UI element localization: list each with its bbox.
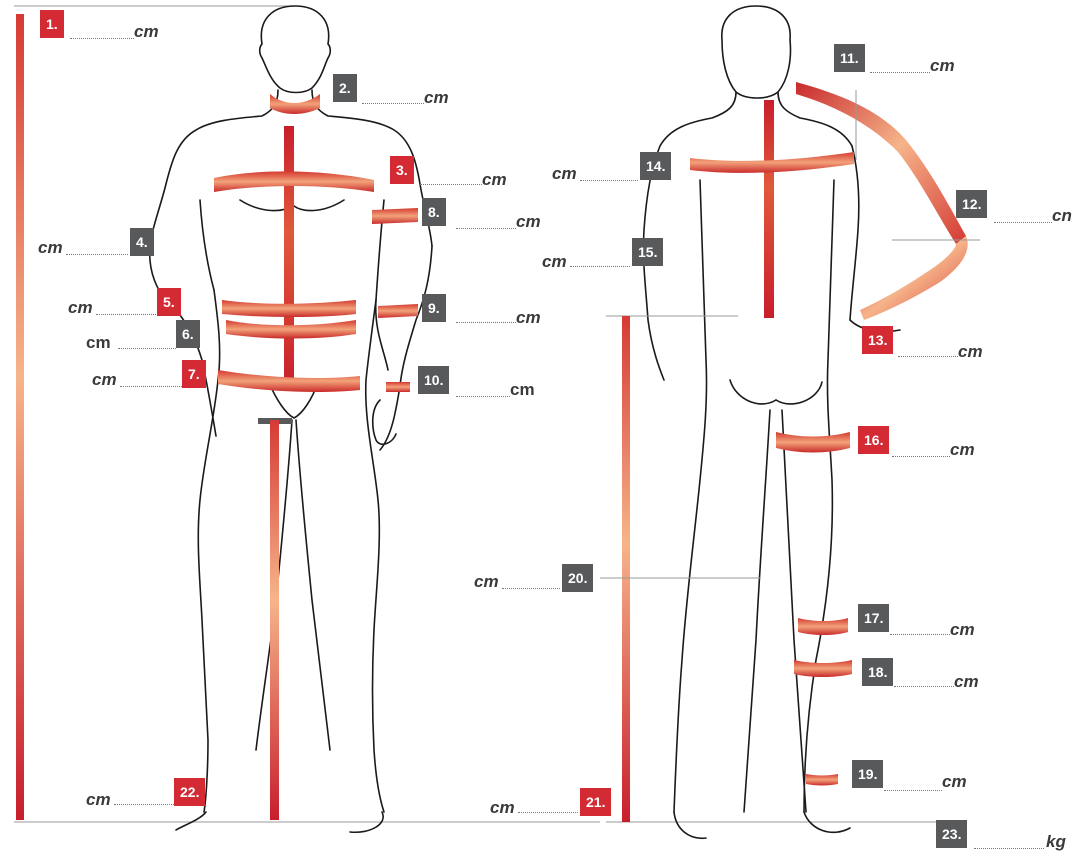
badge-16: 16. [858, 426, 889, 454]
leader-7 [120, 386, 182, 387]
leader-12 [994, 222, 1052, 223]
unit-13: cm [958, 342, 983, 362]
badge-10: 10. [418, 366, 449, 394]
badge-6: 6. [176, 320, 200, 348]
leader-20 [502, 588, 560, 589]
wrist-band [386, 382, 410, 392]
badge-22: 22. [174, 778, 205, 806]
leader-13 [898, 356, 958, 357]
badge-19: 19. [852, 760, 883, 788]
badge-9: 9. [422, 294, 446, 322]
unit-15: cm [542, 252, 567, 272]
badge-12: 12. [956, 190, 987, 218]
unit-10: cm [510, 380, 535, 400]
height-bar [16, 14, 24, 820]
leader-10 [456, 396, 510, 397]
unit-1: cm [134, 22, 159, 42]
inseam-bar [270, 420, 279, 820]
leader-15 [570, 266, 630, 267]
unit-5: cm [68, 298, 93, 318]
leader-6 [118, 348, 176, 349]
unit-17: cm [950, 620, 975, 640]
unit-20: cm [474, 572, 499, 592]
badge-13: 13. [862, 326, 893, 354]
leader-17 [890, 634, 950, 635]
thigh-band [776, 432, 850, 453]
unit-4: cm [38, 238, 63, 258]
leader-14 [580, 180, 638, 181]
badge-11: 11. [834, 44, 865, 72]
leader-5 [96, 314, 156, 315]
upper-arm-band [372, 208, 418, 224]
unit-6: cm [86, 333, 111, 353]
leader-3 [420, 184, 482, 185]
badge-23: 23. [936, 820, 967, 848]
unit-23: kg [1046, 832, 1066, 852]
leader-23 [974, 848, 1044, 849]
badge-5: 5. [157, 288, 181, 316]
unit-12: cn [1052, 206, 1072, 226]
leader-18 [894, 686, 954, 687]
badge-17: 17. [858, 604, 889, 632]
leader-22 [114, 804, 174, 805]
badge-3: 3. [390, 156, 414, 184]
leader-1 [70, 38, 134, 39]
unit-9: cm [516, 308, 541, 328]
leader-16 [892, 456, 950, 457]
unit-7: cm [92, 370, 117, 390]
outer-leg-bar [622, 316, 630, 822]
forearm-band [378, 304, 418, 318]
leader-9 [456, 322, 516, 323]
unit-3: cm [482, 170, 507, 190]
badge-21: 21. [580, 788, 611, 816]
badge-4: 4. [130, 228, 154, 256]
leader-2 [362, 103, 424, 104]
badge-18: 18. [862, 658, 893, 686]
ankle-band [806, 774, 838, 786]
unit-18: cm [954, 672, 979, 692]
leader-19 [884, 790, 942, 791]
back-length-bar [764, 100, 774, 318]
badge-14: 14. [640, 152, 671, 180]
badge-7: 7. [182, 360, 206, 388]
unit-8: cm [516, 212, 541, 232]
unit-14: cm [552, 164, 577, 184]
badge-20: 20. [562, 564, 593, 592]
unit-16: cm [950, 440, 975, 460]
leader-4 [66, 254, 128, 255]
unit-11: cm [930, 56, 955, 76]
unit-21: cm [490, 798, 515, 818]
elbow-to-wrist-band [860, 236, 968, 320]
badge-15: 15. [632, 238, 663, 266]
badge-8: 8. [422, 198, 446, 226]
leader-8 [456, 228, 516, 229]
badge-2: 2. [333, 74, 357, 102]
unit-2: cm [424, 88, 449, 108]
leader-11 [870, 72, 930, 73]
leader-21 [518, 812, 578, 813]
badge-1: 1. [40, 10, 64, 38]
unit-19: cm [942, 772, 967, 792]
chest-vertical [284, 126, 294, 390]
unit-22: cm [86, 790, 111, 810]
calf-band [794, 660, 852, 677]
